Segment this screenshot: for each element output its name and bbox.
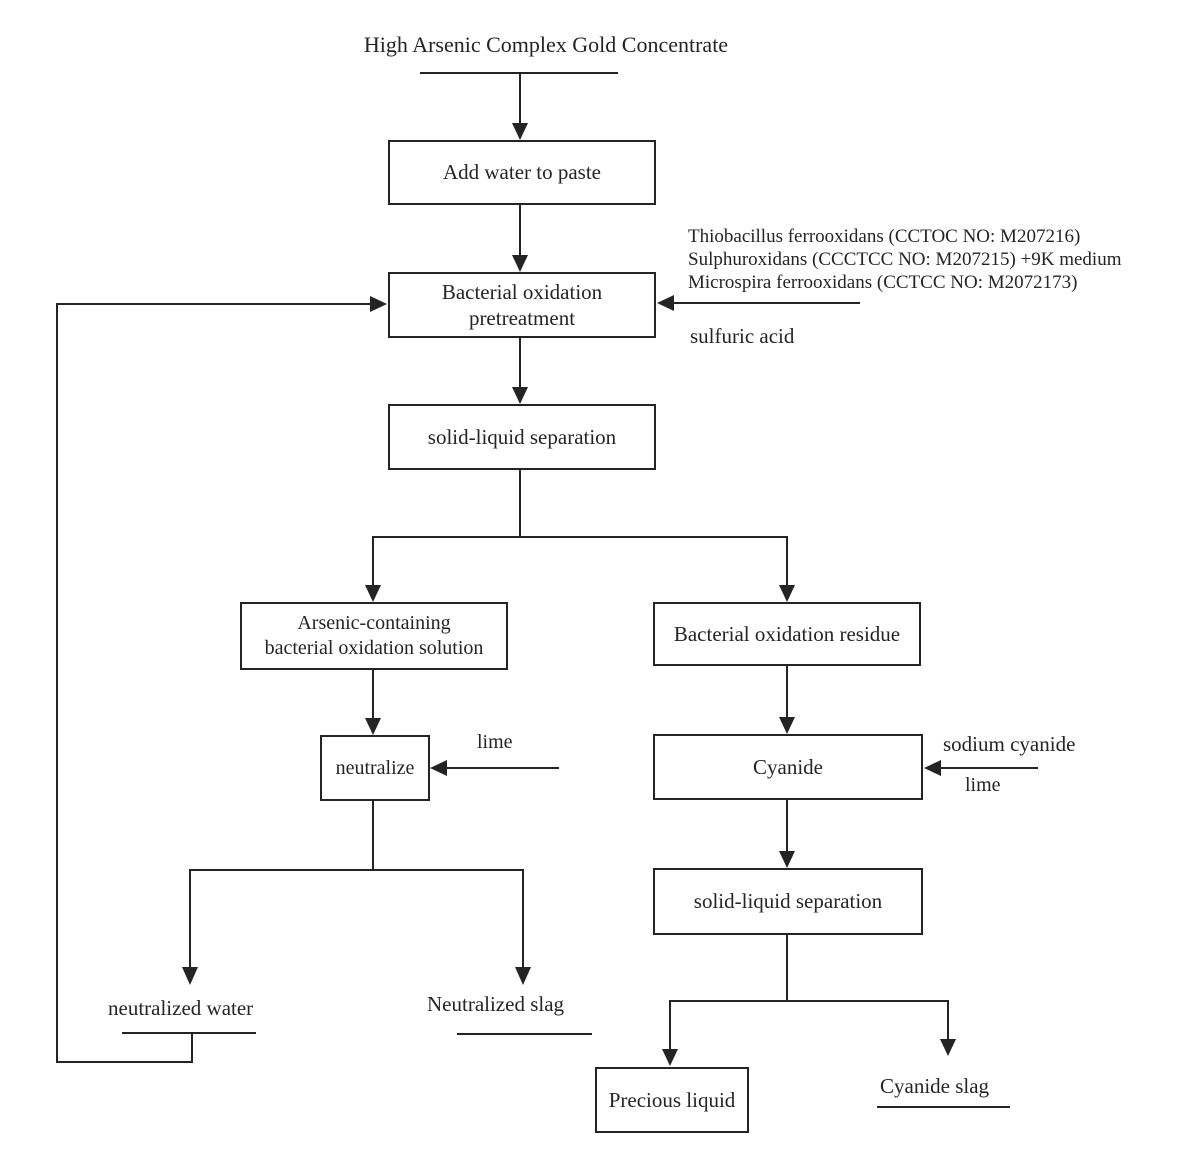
edge-lime-to-neutralize xyxy=(430,760,559,776)
edge-sodium-cyanide-to-cyanide xyxy=(924,760,1038,776)
node-solid-liquid-separation-1: solid-liquid separation xyxy=(388,404,656,470)
input-label-bacteria-line-1: Thiobacillus ferrooxidans (CCTOC NO: M20… xyxy=(688,226,1081,247)
output-underlines xyxy=(122,1032,1010,1108)
node-cyanide: Cyanide xyxy=(653,734,923,800)
node-neutralize: neutralize xyxy=(320,735,430,801)
input-label-bacteria-line-2: Sulphuroxidans (CCCTCC NO: M207215) +9K … xyxy=(688,249,1122,270)
edge-addwater-to-pretreatment xyxy=(512,205,528,272)
input-label-bacteria-line-3: Microspira ferrooxidans (CCTCC NO: M2072… xyxy=(688,272,1078,293)
edge-bacteria-to-pretreatment xyxy=(657,295,860,311)
output-label-neutralized-water: neutralized water xyxy=(108,996,254,1020)
input-label-sulfuric-acid: sulfuric acid xyxy=(690,324,795,348)
node-precious-liquid: Precious liquid xyxy=(595,1067,749,1133)
edge-separation2-split xyxy=(662,935,956,1066)
source-label-concentrate: High Arsenic Complex Gold Concentrate xyxy=(363,32,729,57)
edge-neutralized-water-recycle xyxy=(56,296,387,1063)
edge-residue-to-cyanide xyxy=(779,666,795,734)
edge-concentrate-to-addwater xyxy=(420,72,618,140)
input-label-lime-left: lime xyxy=(477,731,513,753)
input-label-sodium-cyanide: sodium cyanide xyxy=(943,732,1076,756)
output-label-cyanide-slag: Cyanide slag xyxy=(880,1074,990,1098)
edge-separation1-split xyxy=(365,470,795,602)
node-bacterial-oxidation-residue: Bacterial oxidation residue xyxy=(653,602,921,666)
edge-solution-to-neutralize xyxy=(365,670,381,735)
input-label-lime-right: lime xyxy=(965,774,1001,796)
edge-cyanide-to-separation2 xyxy=(779,800,795,868)
node-add-water: Add water to paste xyxy=(388,140,656,205)
node-bacterial-oxidation-pretreatment: Bacterial oxidation pretreatment xyxy=(388,272,656,338)
node-arsenic-solution: Arsenic-containing bacterial oxidation s… xyxy=(240,602,508,670)
edge-neutralize-split xyxy=(182,801,531,985)
node-solid-liquid-separation-2: solid-liquid separation xyxy=(653,868,923,935)
output-label-neutralized-slag: Neutralized slag xyxy=(427,992,565,1016)
edge-pretreatment-to-separation1 xyxy=(512,338,528,404)
